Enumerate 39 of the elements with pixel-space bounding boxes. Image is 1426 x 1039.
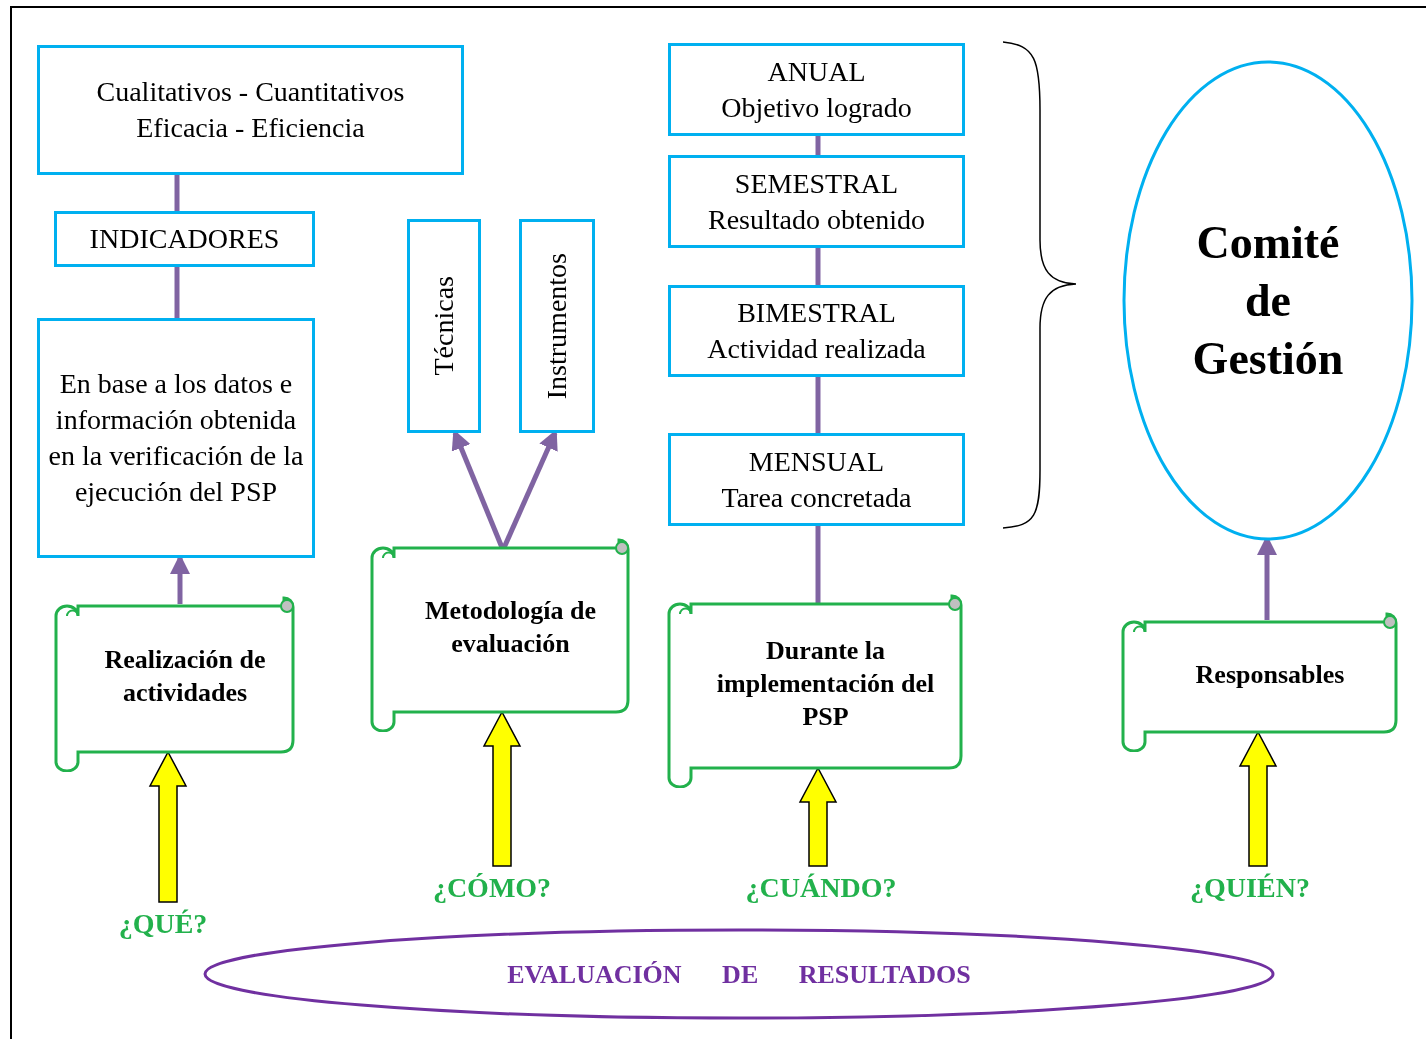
process-box (519, 219, 595, 433)
connector-line (815, 248, 821, 285)
box-label: Durante la implementación del PSP (715, 634, 936, 733)
box-label: Tarea concretada (721, 480, 912, 515)
connector-line (815, 377, 821, 433)
box-heading: ANUAL (767, 54, 866, 89)
box-label: Realización de actividades (103, 644, 267, 709)
question-label: ¿CÓMO? (432, 871, 552, 905)
box-heading: MENSUAL (748, 444, 885, 479)
process-box (37, 45, 464, 175)
connector-line (174, 267, 180, 318)
process-box (407, 219, 481, 433)
question-label: ¿QUÉ? (118, 907, 208, 941)
box-label: Instrumentos (543, 252, 571, 400)
connector-line (815, 526, 821, 606)
process-box (668, 285, 965, 377)
box-label: INDICADORES (89, 222, 280, 256)
question-label: ¿CUÁNDO? (745, 871, 897, 905)
box-label: Eficacia - Eficiencia (136, 111, 365, 145)
box-label: Resultado obtenido (708, 202, 925, 237)
process-box (54, 211, 315, 267)
process-box (668, 155, 965, 248)
question-label: ¿QUIÉN? (1190, 871, 1310, 905)
ellipse-label: Comité de Gestión (1191, 215, 1345, 386)
box-label: Metodología de evaluación (423, 595, 598, 660)
connector-line (815, 136, 821, 155)
box-label: Actividad realizada (707, 332, 926, 366)
box-label: Objetivo logrado (721, 90, 912, 125)
ellipse-label: EVALUACIÓN DE RESULTADOS (507, 958, 971, 991)
box-heading: Cualitativos - Cuantitativos (96, 75, 405, 109)
process-box (668, 433, 965, 526)
connector-line (174, 175, 180, 211)
process-box (668, 43, 965, 136)
box-label: Técnicas (430, 276, 458, 376)
box-label: En base a los datos e información obtenida en la verificación de la ejecución del PSP (48, 367, 304, 509)
box-heading: BIMESTRAL (737, 296, 896, 330)
box-heading: SEMESTRAL (734, 166, 899, 201)
process-box (37, 318, 315, 558)
box-label: Responsables (1194, 658, 1346, 691)
